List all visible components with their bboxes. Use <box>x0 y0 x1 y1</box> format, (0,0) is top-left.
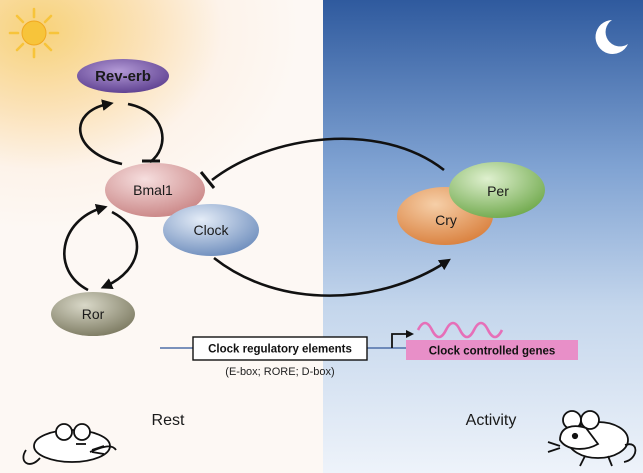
night-background <box>323 0 643 473</box>
per-node: Per <box>449 162 545 218</box>
regulatory-elements-list: (E-box; RORE; D-box) <box>225 366 334 378</box>
sun-icon <box>8 7 60 59</box>
clock-node: Clock <box>163 204 259 256</box>
activity-label: Activity <box>466 412 517 429</box>
ror-label: Ror <box>82 306 105 322</box>
per-cry-repression-arc <box>211 137 445 182</box>
clock-activation-arc <box>213 256 451 297</box>
clock-label: Clock <box>193 222 229 238</box>
bmal1-node: Bmal1 <box>105 163 205 217</box>
clock-controlled-genes-label: Clock controlled genes <box>429 346 556 358</box>
ror-loop-down <box>100 210 139 289</box>
ror-node: Ror <box>51 292 135 336</box>
ror-loop-up <box>63 203 108 292</box>
rev-erb-repression-line <box>127 102 164 164</box>
bmal1-label: Bmal1 <box>133 182 173 198</box>
rev-erb-self-loop <box>79 99 123 166</box>
transcription-start-arrow <box>391 329 415 348</box>
per-label: Per <box>487 183 509 199</box>
per-cry-repression-bar <box>199 171 216 189</box>
clock-controlled-genes-box <box>406 340 578 360</box>
regulatory-elements-box <box>192 336 368 361</box>
cry-label: Cry <box>435 212 457 228</box>
rev-erb-label: Rev-erb <box>95 68 151 85</box>
rest-label: Rest <box>152 412 185 429</box>
regulatory-elements-label: Clock regulatory elements <box>208 344 352 356</box>
sleeping-mouse-icon <box>22 423 117 465</box>
awake-mouse-icon <box>547 410 637 467</box>
mrna-wave <box>416 321 504 339</box>
moon-icon <box>595 20 628 54</box>
rev-erb-node: Rev-erb <box>77 59 169 93</box>
